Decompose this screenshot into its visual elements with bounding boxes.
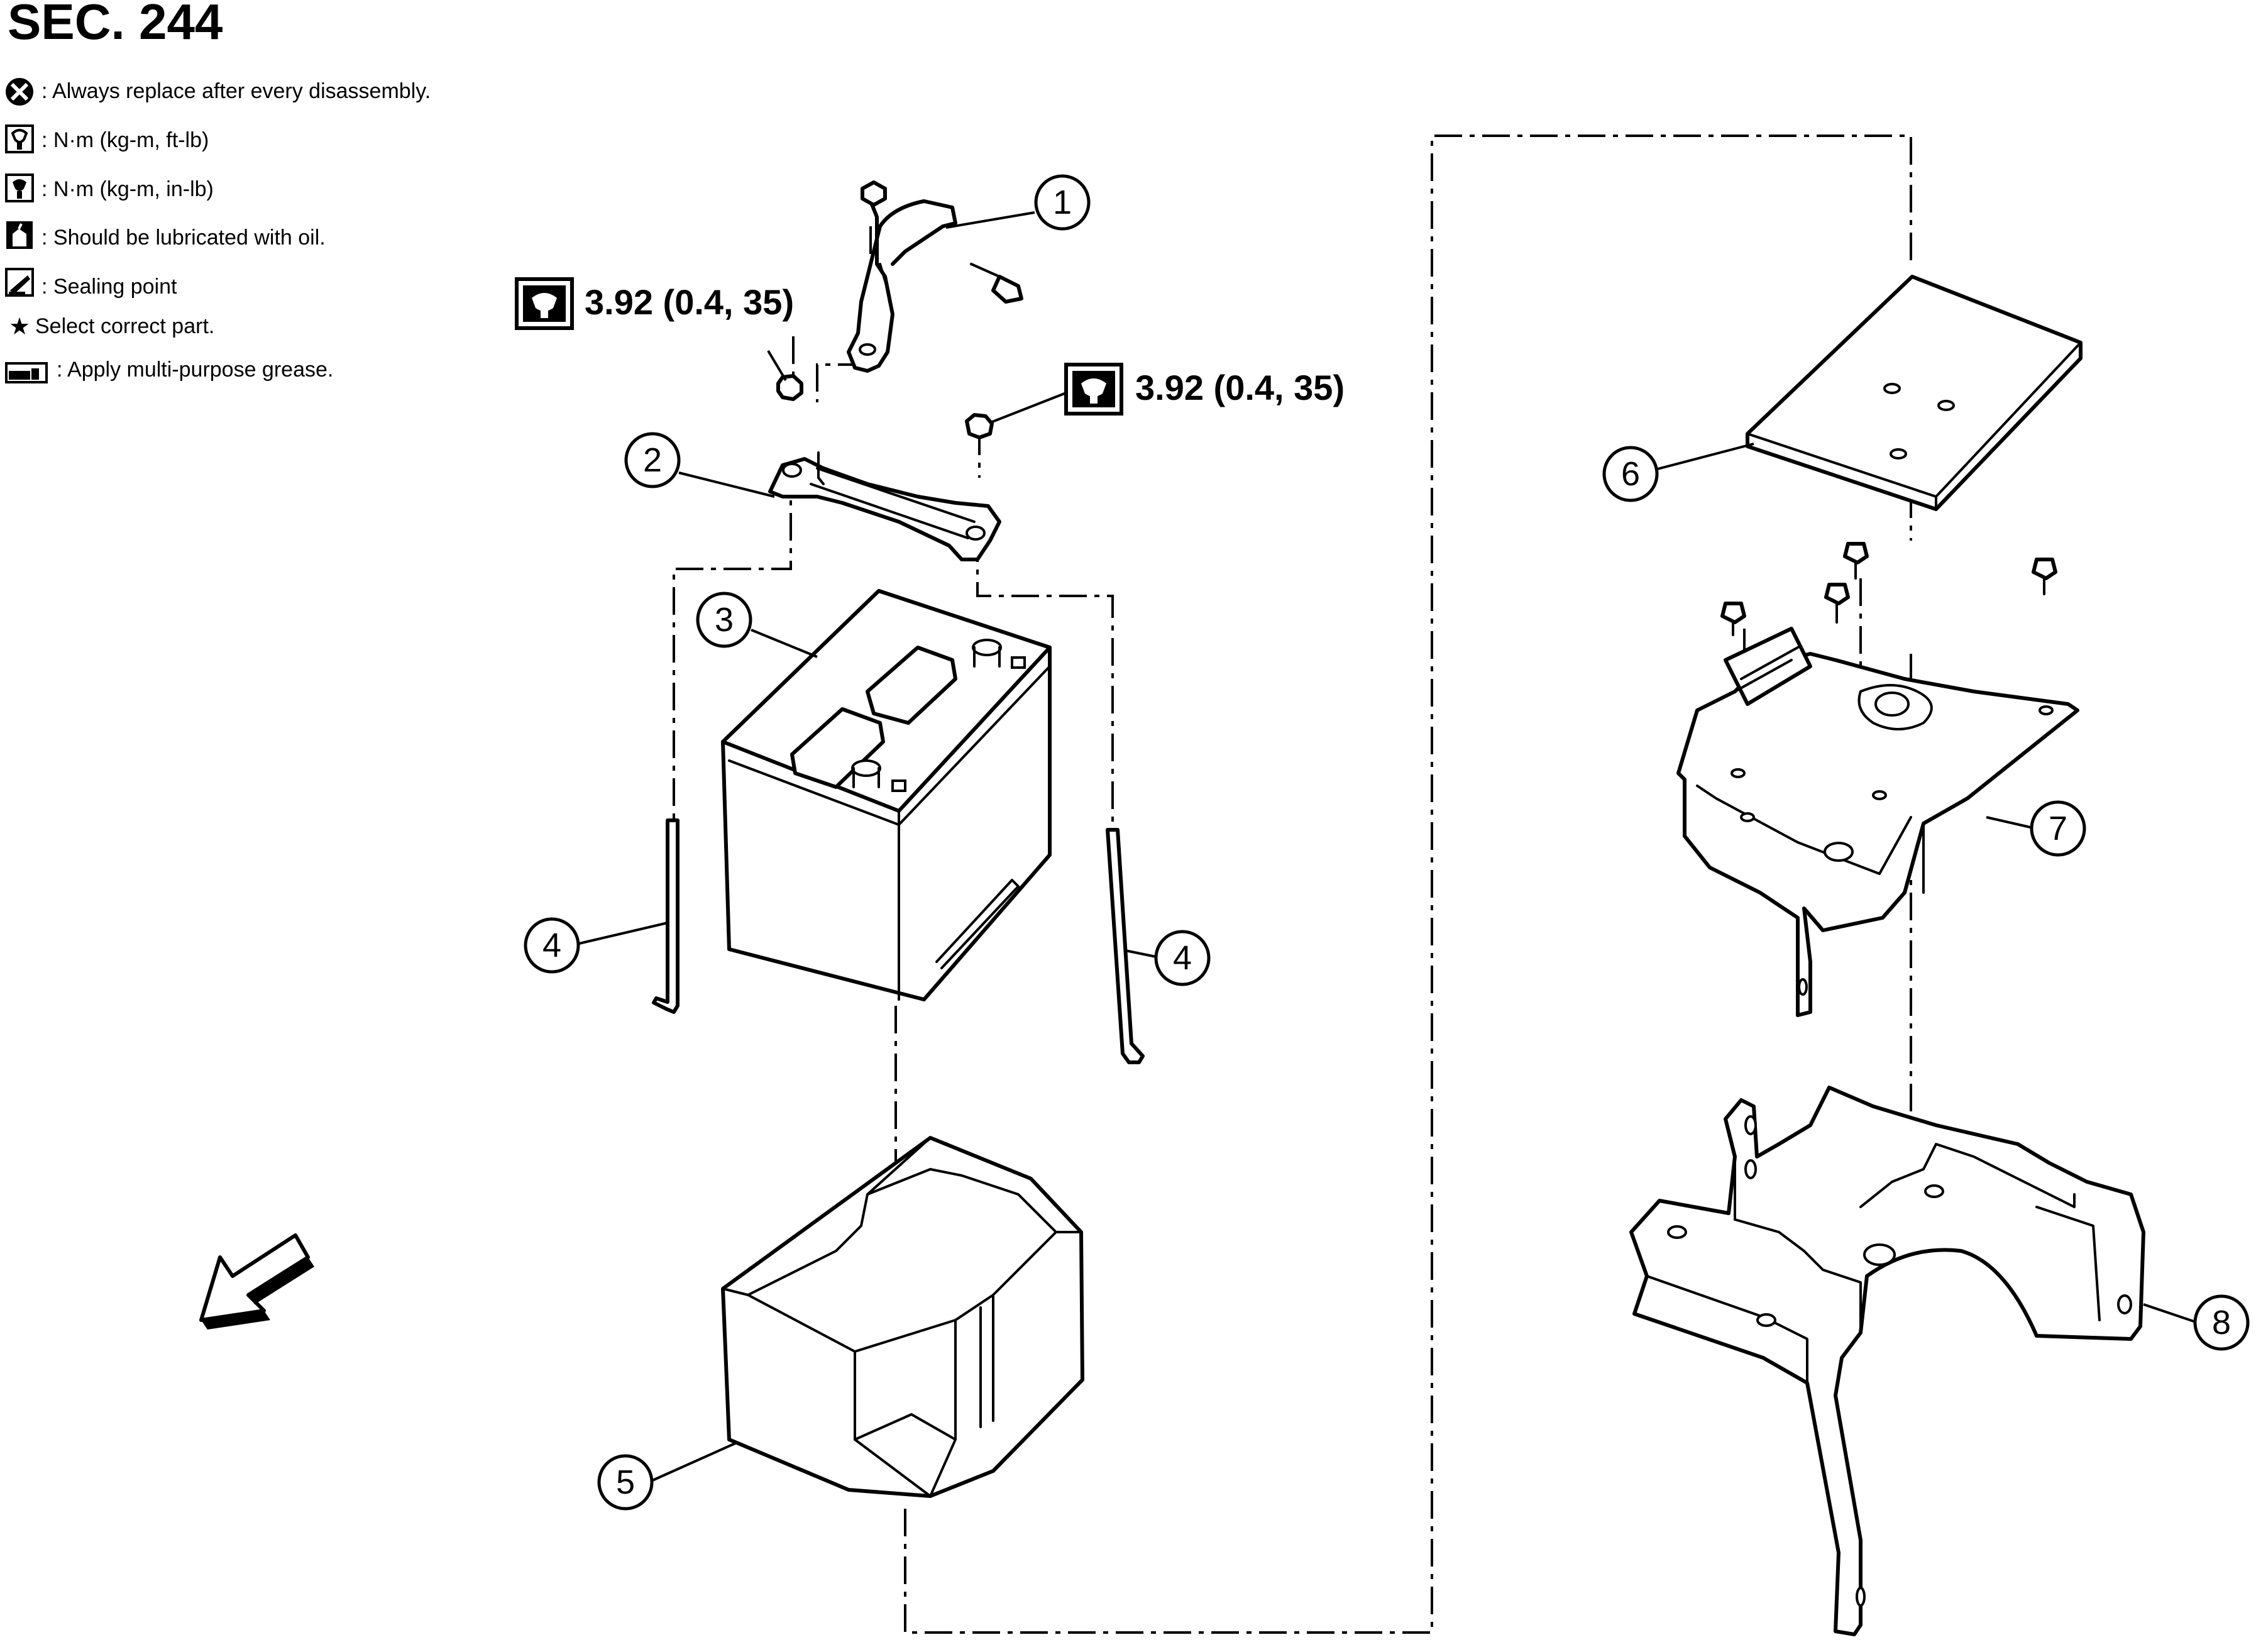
mounting-bracket-part-8 <box>1629 1086 2145 1636</box>
star-icon: ★ <box>9 312 30 340</box>
callout-4-left: 4 <box>524 917 580 974</box>
battery-terminal-pos <box>972 639 1002 656</box>
clamp-nut <box>861 180 887 207</box>
svg-text:7: 7 <box>2049 810 2067 847</box>
callout-8: 8 <box>2193 1294 2250 1351</box>
battery-cap-2 <box>790 707 885 789</box>
leader-lines <box>568 211 2194 1482</box>
battery-mat-part-6 <box>1746 275 2083 511</box>
battery-clamp-part-1 <box>847 180 1023 373</box>
legend-text-oil: : Should be lubricated with oil. <box>41 226 326 250</box>
battery-terminal-neg <box>851 759 881 777</box>
battery-tray-part-5 <box>721 1136 1084 1498</box>
support-bolt <box>1824 583 1850 624</box>
callout-5: 5 <box>597 1454 654 1511</box>
legend-text-select: Select correct part. <box>35 314 214 338</box>
callout-3: 3 <box>696 592 752 648</box>
battery-cap-1 <box>866 646 957 725</box>
svg-text:3: 3 <box>715 601 734 639</box>
sealing-icon <box>5 268 34 297</box>
svg-text:1: 1 <box>1053 184 1072 221</box>
grease-icon <box>5 362 48 383</box>
torque-inlb-icon <box>5 173 34 202</box>
legend-text-torque-ftlb: : N·m (kg-m, ft-lb) <box>41 128 209 152</box>
legend-text-replace: : Always replace after every disassembly… <box>41 79 431 103</box>
legend-text-sealing: : Sealing point <box>41 275 177 299</box>
callout-6: 6 <box>1602 446 1659 502</box>
support-bolt <box>2032 558 2057 595</box>
torque-inlb-icon <box>1064 363 1123 416</box>
torque-value-right: 3.92 (0.4, 35) <box>1135 368 1345 407</box>
callout-4-right: 4 <box>1154 930 1211 986</box>
torque-inlb-icon <box>515 277 574 330</box>
svg-text:8: 8 <box>2212 1304 2231 1341</box>
support-bolt <box>1843 542 1869 580</box>
legend: : Always replace after every disassembly… <box>5 78 431 383</box>
svg-text:4: 4 <box>542 927 561 964</box>
svg-text:5: 5 <box>616 1463 635 1501</box>
frame-nut-left <box>776 374 803 401</box>
legend-text-grease: : Apply multi-purpose grease. <box>57 358 333 382</box>
front-direction-arrow-icon <box>199 1233 314 1330</box>
hold-down-frame-part-2 <box>768 374 1001 561</box>
replace-icon <box>6 78 33 106</box>
battery-part-3 <box>721 589 1052 1001</box>
callout-2: 2 <box>624 432 681 488</box>
clamp-bolt <box>991 275 1023 304</box>
torque-ftlb-icon <box>5 124 34 153</box>
section-title: SEC. 244 <box>8 0 223 50</box>
torque-value-left: 3.92 (0.4, 35) <box>585 282 794 322</box>
torque-spec-left: 3.92 (0.4, 35) <box>515 277 794 330</box>
svg-text:4: 4 <box>1173 939 1192 977</box>
frame-nut-right <box>965 413 994 439</box>
battery-support-part-7 <box>1676 542 2079 1017</box>
oil-can-icon <box>6 221 33 249</box>
svg-text:2: 2 <box>643 441 662 479</box>
torque-spec-right: 3.92 (0.4, 35) <box>1064 363 1345 416</box>
legend-text-torque-inlb: : N·m (kg-m, in-lb) <box>41 177 214 201</box>
hold-down-rod-left-part-4 <box>652 818 680 1014</box>
callout-1: 1 <box>1034 174 1091 231</box>
svg-text:6: 6 <box>1621 455 1640 493</box>
callout-7: 7 <box>2030 800 2086 857</box>
hold-down-rod-right-part-4 <box>1106 828 1145 1064</box>
support-bolt <box>1720 602 1746 636</box>
